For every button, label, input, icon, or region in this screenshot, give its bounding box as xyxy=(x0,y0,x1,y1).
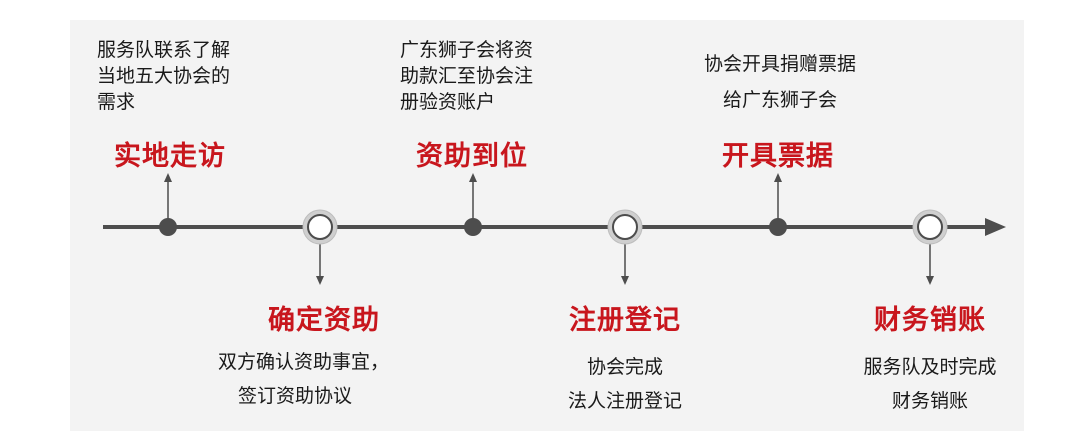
step-1-description: 服务队联系了解 当地五大协会的 需求 xyxy=(97,39,231,113)
step-6-title: 财务销账 xyxy=(874,305,986,336)
step-1-marker xyxy=(159,173,177,236)
step-3-title: 资助到位 xyxy=(416,141,528,172)
step-3-description: 广东狮子会将资 助款汇至协会注 册验资账户 xyxy=(400,39,534,113)
step-4-description: 协会完成 法人注册登记 xyxy=(567,356,682,412)
step-2-description: 双方确认资助事宜， 签订资助协议 xyxy=(218,351,390,407)
step-4-title: 注册登记 xyxy=(569,305,681,336)
step-2-marker xyxy=(302,209,338,285)
timeline-arrowhead xyxy=(985,218,1006,236)
step-5-title: 开具票据 xyxy=(722,141,834,172)
timeline-graphic xyxy=(103,173,1006,285)
step-1-title: 实地走访 xyxy=(114,141,226,172)
step-3-marker xyxy=(464,173,482,236)
timeline-panel: 服务队联系了解 当地五大协会的 需求 实地走访 确定资助 双方确认资助事宜， 签… xyxy=(70,20,1024,431)
step-6-marker xyxy=(912,209,948,285)
step-5-description: 协会开具捐赠票据 给广东狮子会 xyxy=(703,53,856,111)
step-2-title: 确定资助 xyxy=(268,305,380,336)
step-5-marker xyxy=(769,173,787,236)
step-4-marker xyxy=(607,209,643,285)
step-6-description: 服务队及时完成 财务销账 xyxy=(863,356,997,412)
